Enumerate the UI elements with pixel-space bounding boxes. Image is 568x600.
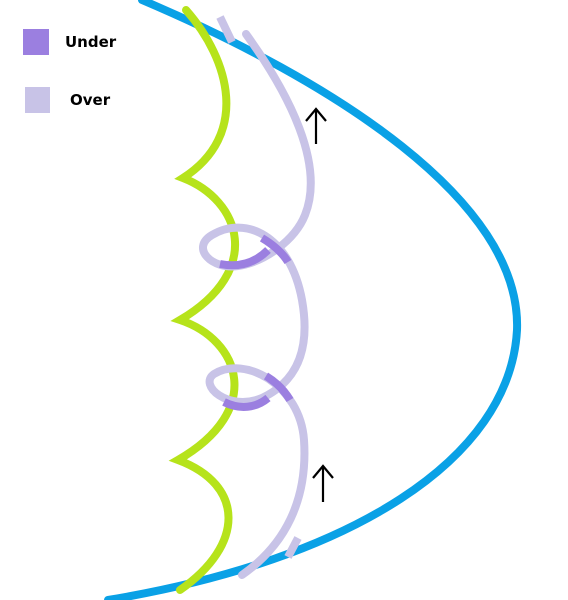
legend-swatch-over	[25, 87, 50, 113]
legend-label-under: Under	[65, 33, 117, 51]
legend-swatch-under	[23, 29, 49, 55]
over-strand-bottom-stub	[284, 536, 302, 559]
over-strand-top-stub	[216, 15, 236, 44]
under-segment-lower	[222, 394, 271, 411]
arrow-up-icon	[305, 107, 327, 144]
outer-curve	[104, 0, 522, 600]
legend-item-over: Over	[25, 87, 110, 113]
green-strand	[168, 6, 239, 594]
over-strand	[199, 30, 315, 579]
legend-item-under: Under	[23, 29, 116, 55]
under-segment-upper	[219, 247, 271, 270]
under-segment-upper-right	[259, 234, 292, 265]
legend-label-over: Over	[70, 91, 111, 109]
arrow-up-icon	[312, 464, 334, 502]
under-segment-lower-right	[263, 372, 294, 403]
